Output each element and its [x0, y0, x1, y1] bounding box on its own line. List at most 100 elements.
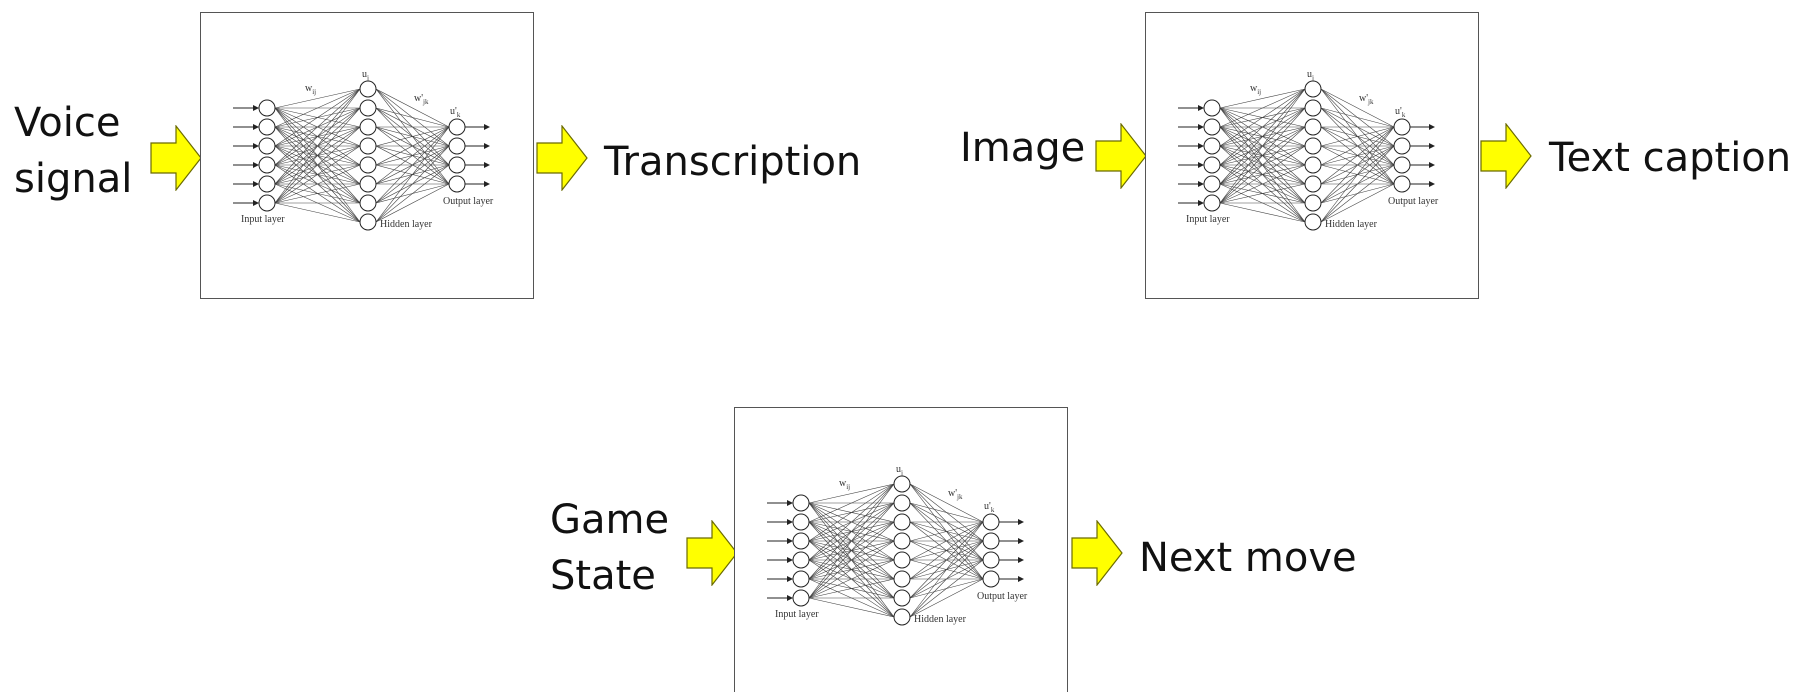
- connection-line: [375, 126, 450, 166]
- connection-line: [274, 88, 361, 185]
- connection-line: [1219, 183, 1306, 204]
- connection-line: [1320, 164, 1395, 223]
- hidden-unit-label: uj: [896, 464, 903, 477]
- connection-line: [808, 502, 895, 599]
- hidden-node: [1304, 80, 1322, 98]
- connection-line: [375, 145, 450, 223]
- connection-line: [808, 521, 895, 599]
- output-label-next-move: Next move: [1139, 535, 1357, 581]
- hidden-node: [359, 137, 377, 155]
- yellow-arrow-icon: [686, 520, 738, 586]
- connection-line: [909, 502, 984, 523]
- input-label-line: State: [550, 553, 656, 599]
- hidden-node: [359, 156, 377, 174]
- connection-line: [808, 578, 895, 599]
- connection-line: [909, 578, 984, 618]
- connection-line: [808, 483, 895, 599]
- output-node: [982, 551, 1000, 569]
- connection-line: [375, 126, 450, 185]
- hidden-node: [359, 175, 377, 193]
- hidden-node: [893, 570, 911, 588]
- connection-line: [375, 88, 450, 128]
- hidden-node: [893, 589, 911, 607]
- connection-line: [375, 126, 450, 223]
- input-layer-label: Input layer: [775, 609, 819, 620]
- hidden-node: [359, 194, 377, 212]
- input-label-game-state: Game State: [550, 492, 669, 604]
- hidden-node: [359, 99, 377, 117]
- hidden-node: [1304, 137, 1322, 155]
- connection-line: [375, 164, 450, 223]
- connection-line: [1219, 164, 1306, 204]
- connection-line: [1219, 88, 1306, 109]
- weight-label-output: w'jk: [414, 93, 429, 106]
- connection-line: [909, 483, 984, 523]
- connection-line: [909, 540, 984, 618]
- output-node: [1393, 175, 1411, 193]
- connection-line: [274, 88, 361, 166]
- connection-line: [1219, 202, 1306, 223]
- hidden-unit-label: uj: [362, 69, 369, 82]
- output-label-transcription: Transcription: [604, 139, 862, 185]
- output-layer-label: Output layer: [443, 196, 494, 207]
- connection-line: [375, 183, 450, 223]
- connection-line: [1219, 88, 1306, 128]
- connection-line: [274, 107, 361, 204]
- input-layer-label: Input layer: [1186, 214, 1230, 225]
- input-node: [1203, 175, 1221, 193]
- hidden-layer-label: Hidden layer: [914, 614, 967, 625]
- input-node: [792, 570, 810, 588]
- hidden-node: [1304, 156, 1322, 174]
- connection-line: [274, 183, 361, 204]
- connection-line: [1320, 126, 1395, 223]
- output-node: [448, 137, 466, 155]
- connection-line: [274, 164, 361, 204]
- connection-line: [274, 126, 361, 204]
- connection-line: [1219, 107, 1306, 204]
- hidden-node: [1304, 175, 1322, 193]
- connection-line: [808, 597, 895, 618]
- output-label-text-caption: Text caption: [1549, 135, 1792, 181]
- connection-line: [274, 145, 361, 204]
- output-unit-label: u'k: [450, 106, 461, 119]
- yellow-arrow-icon: [1095, 123, 1147, 189]
- weight-label-input: wij: [1250, 83, 1261, 96]
- output-node: [1393, 156, 1411, 174]
- input-node: [792, 532, 810, 550]
- yellow-arrow-icon: [1071, 520, 1123, 586]
- output-unit-label: u'k: [984, 501, 995, 514]
- connection-line: [1320, 126, 1395, 147]
- hidden-unit-label: uj: [1307, 69, 1314, 82]
- hidden-node: [1304, 194, 1322, 212]
- hidden-node: [893, 608, 911, 626]
- hidden-node: [893, 475, 911, 493]
- connection-line: [1320, 107, 1395, 128]
- output-node: [982, 570, 1000, 588]
- connection-line: [375, 126, 450, 147]
- hidden-node: [359, 213, 377, 231]
- connection-line: [808, 540, 895, 599]
- connection-line: [1219, 88, 1306, 147]
- input-node: [258, 156, 276, 174]
- input-node: [258, 175, 276, 193]
- weight-label-input: wij: [839, 478, 850, 491]
- connection-line: [808, 483, 895, 580]
- connection-line: [808, 483, 895, 504]
- connection-line: [1219, 145, 1306, 204]
- input-node: [792, 494, 810, 512]
- output-node: [448, 118, 466, 136]
- weight-label-input: wij: [305, 83, 316, 96]
- input-node: [258, 137, 276, 155]
- output-node: [982, 513, 1000, 531]
- output-node: [1393, 118, 1411, 136]
- connection-line: [909, 521, 984, 561]
- input-node: [1203, 194, 1221, 212]
- connection-line: [1320, 88, 1395, 128]
- connection-line: [1320, 145, 1395, 223]
- connection-line: [909, 521, 984, 618]
- connection-line: [1320, 126, 1395, 204]
